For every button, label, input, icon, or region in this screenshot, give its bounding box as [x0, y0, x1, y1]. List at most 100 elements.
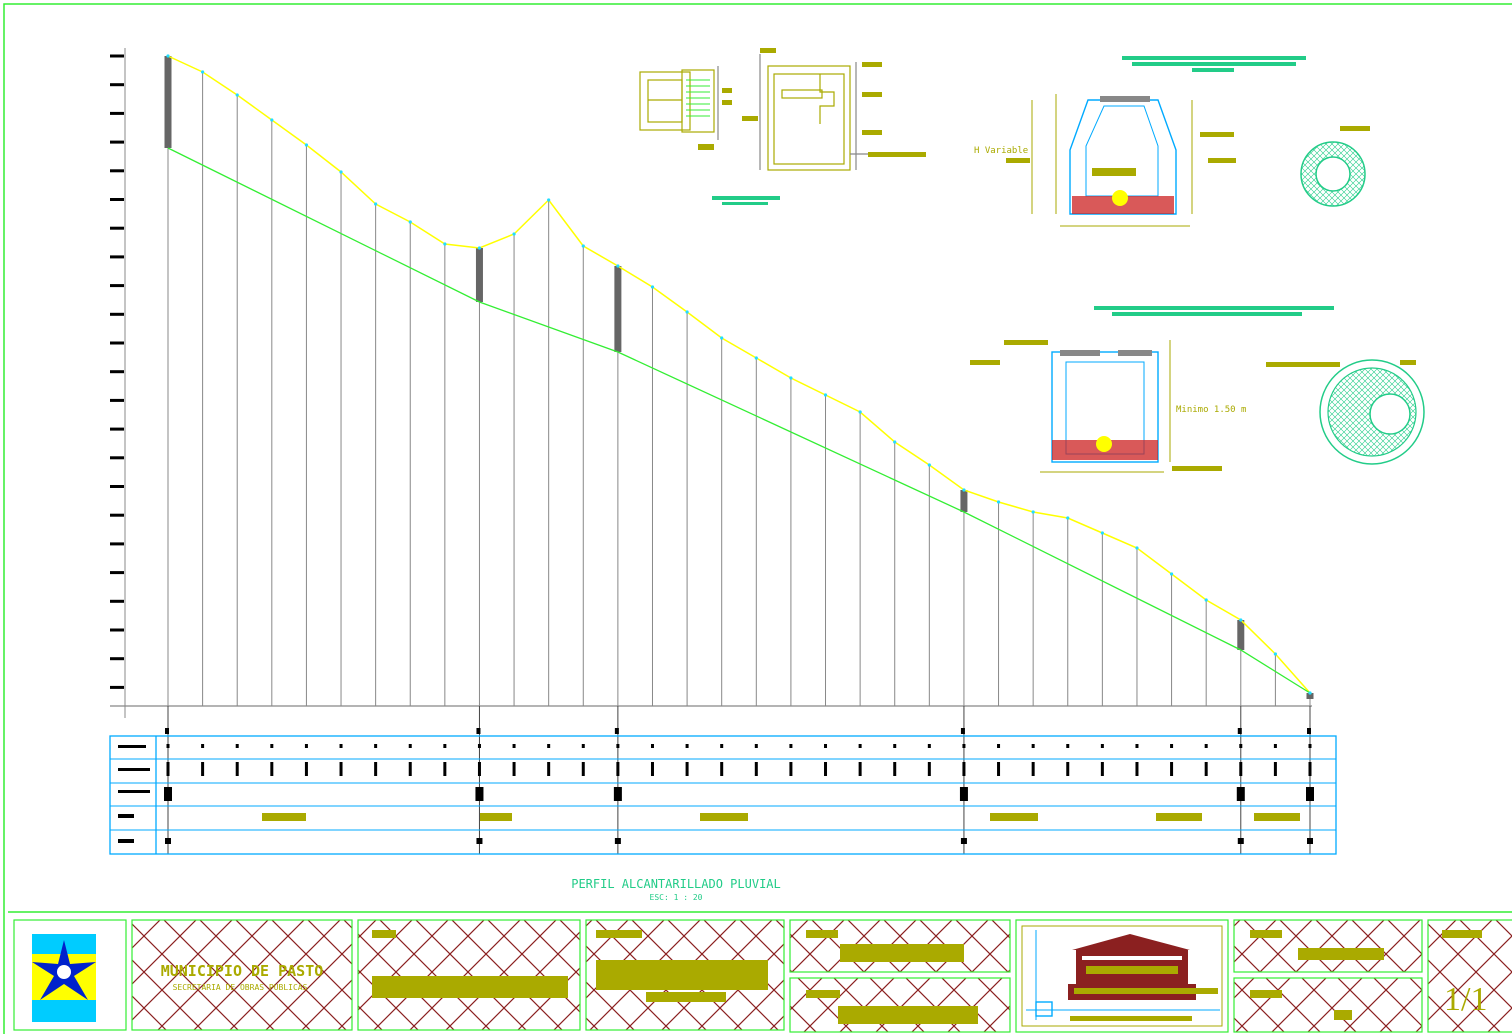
ground-point: [547, 198, 551, 202]
profile-scale: ESC: 1 : 20: [650, 893, 703, 902]
table-mark: [858, 762, 862, 776]
axis-tick: [110, 657, 124, 661]
ground-point: [1273, 652, 1277, 656]
profile-plot: [110, 54, 1314, 854]
table-mark: [685, 762, 689, 776]
ground-point: [581, 244, 585, 248]
axis-tick: [110, 628, 124, 632]
ground-point: [858, 410, 862, 414]
table-mark: [616, 744, 620, 748]
table-mark: [201, 744, 205, 748]
ground-point: [270, 118, 274, 122]
table-mark: [893, 762, 897, 776]
table-mark: [581, 744, 585, 748]
ground-point: [996, 500, 1001, 504]
manhole-shaft: [960, 490, 968, 512]
table-mark: [339, 762, 343, 776]
table-mark: [477, 762, 481, 776]
table-mark: [1066, 744, 1070, 748]
axis-tick: [110, 599, 124, 603]
table-mark: [720, 744, 724, 748]
table-mark: [997, 762, 1001, 776]
table-mark: [443, 762, 447, 776]
table-mark: [650, 744, 654, 748]
ground-point: [720, 336, 724, 340]
municipality-name: MUNICIPIO DE PASTO: [161, 962, 324, 980]
axis-tick: [110, 685, 124, 689]
table-mark: [789, 744, 793, 748]
table-mark: [1066, 762, 1070, 776]
manhole-shaft: [614, 266, 622, 352]
axis-tick: [110, 169, 124, 173]
star-logo-icon: [32, 934, 96, 1022]
table-mark: [927, 744, 931, 748]
ground-point: [339, 170, 343, 174]
axis-tick: [110, 284, 124, 288]
table-mark: [1100, 762, 1104, 776]
axis-tick: [110, 542, 124, 546]
title-block: MUNICIPIO DE PASTO SECRETARIA DE OBRAS P…: [8, 911, 1512, 1033]
sheet-frame: [3, 3, 1512, 1034]
table-mark: [789, 762, 793, 776]
table-mark: [1170, 762, 1174, 776]
profile-title: PERFIL ALCANTARILLADO PLUVIAL: [571, 877, 781, 891]
table-mark: [720, 762, 724, 776]
table-mark: [962, 744, 966, 748]
ground-point: [374, 202, 378, 206]
ground-point: [304, 143, 309, 147]
ground-point: [616, 264, 620, 268]
ground-point: [1066, 516, 1070, 520]
table-mark: [754, 762, 758, 776]
axis-tick: [110, 398, 124, 402]
manhole-conical-detail: H Variable: [974, 56, 1370, 227]
table-mark: [547, 762, 551, 776]
axis-tick: [110, 54, 124, 58]
ground-profile-line: [167, 55, 1311, 694]
axis-tick: [110, 571, 124, 575]
table-mark: [1273, 744, 1277, 748]
ground-point: [235, 93, 239, 97]
ground-point: [1204, 598, 1208, 602]
secretariat-name: SECRETARIA DE OBRAS PUBLICAS: [173, 983, 308, 992]
axis-tick: [110, 341, 124, 345]
axis-tick: [110, 226, 124, 230]
table-mark: [1031, 744, 1035, 748]
ground-point: [685, 310, 689, 314]
table-mark: [1239, 762, 1243, 776]
elevation-axis: [110, 48, 126, 718]
table-mark: [166, 744, 170, 748]
axis-tick: [110, 456, 124, 460]
table-mark: [1135, 762, 1139, 776]
table-mark: [927, 762, 931, 776]
table-mark: [616, 762, 620, 776]
table-mark: [997, 744, 1001, 748]
station-lines: [167, 56, 1311, 706]
table-mark: [962, 762, 966, 776]
ground-point: [893, 440, 897, 444]
profile-data-table: [109, 728, 1337, 855]
ground-point: [823, 393, 828, 397]
ground-point: [962, 488, 966, 492]
ground-point: [1239, 618, 1243, 622]
table-mark: [1239, 744, 1243, 748]
gutter-detail: [639, 48, 926, 205]
ground-point: [1031, 510, 1035, 514]
ground-point: [1100, 531, 1104, 535]
variable-height-note: H Variable: [974, 146, 1028, 156]
table-mark: [166, 762, 170, 776]
table-mark: [685, 744, 689, 748]
axis-tick: [110, 312, 124, 316]
table-mark: [270, 744, 274, 748]
ground-point: [443, 242, 447, 246]
ground-point: [512, 232, 516, 236]
table-mark: [443, 744, 447, 748]
table-mark: [477, 744, 481, 748]
table-mark: [650, 762, 654, 776]
pipe-invert-line: [167, 147, 1311, 694]
ground-point: [166, 54, 170, 58]
ground-point: [408, 220, 412, 224]
axis-tick: [110, 111, 124, 115]
table-mark: [754, 744, 758, 748]
manhole-shaft: [1306, 693, 1314, 699]
